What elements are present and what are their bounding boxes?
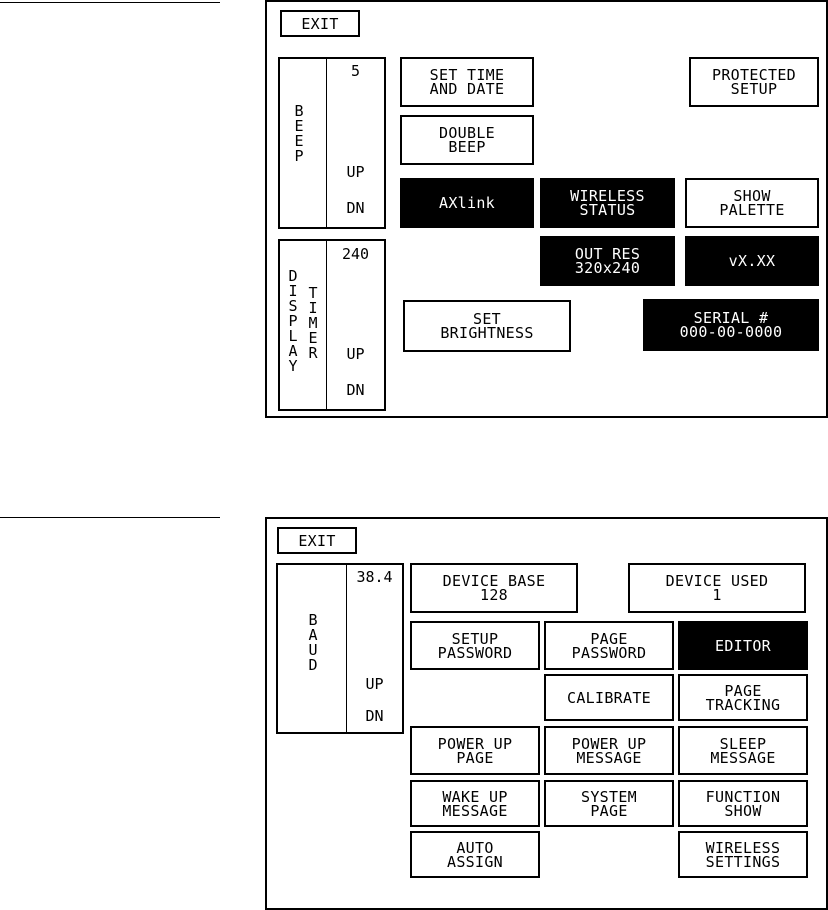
device-used-button[interactable]: DEVICE USED 1: [628, 563, 806, 613]
section-divider-1: [0, 2, 220, 3]
function-show-button[interactable]: FUNCTION SHOW: [678, 780, 808, 827]
baud-level-area: [346, 588, 402, 669]
exit-button-2[interactable]: EXIT: [277, 527, 357, 554]
beep-value: 5: [326, 59, 384, 83]
calibrate-button[interactable]: CALIBRATE: [544, 674, 674, 721]
wake-up-message-button[interactable]: WAKE UP MESSAGE: [410, 780, 540, 827]
protected-setup-button[interactable]: PROTECTED SETUP: [689, 57, 819, 107]
beep-up-button[interactable]: UP: [326, 154, 384, 190]
axlink-button[interactable]: AXlink: [400, 178, 534, 228]
power-up-page-button[interactable]: POWER UP PAGE: [410, 726, 540, 775]
out-res-button[interactable]: OUT RES 320x240: [540, 236, 675, 286]
sleep-message-button[interactable]: SLEEP MESSAGE: [678, 726, 808, 775]
wireless-status-button[interactable]: WIRELESS STATUS: [540, 178, 675, 228]
wireless-settings-button[interactable]: WIRELESS SETTINGS: [678, 831, 808, 878]
baud-value: 38.4: [346, 565, 402, 589]
auto-assign-button[interactable]: AUTO ASSIGN: [410, 831, 540, 878]
system-page-button[interactable]: SYSTEM PAGE: [544, 780, 674, 827]
baud-dn-button[interactable]: DN: [346, 699, 402, 732]
display-timer-dn-button[interactable]: DN: [326, 371, 384, 409]
show-palette-button[interactable]: SHOW PALETTE: [685, 178, 819, 228]
set-time-date-button[interactable]: SET TIME AND DATE: [400, 57, 534, 107]
power-up-message-button[interactable]: POWER UP MESSAGE: [544, 726, 674, 775]
page-tracking-button[interactable]: PAGE TRACKING: [678, 674, 808, 721]
setup-password-button[interactable]: SETUP PASSWORD: [410, 621, 540, 670]
display-timer-up-button[interactable]: UP: [326, 336, 384, 372]
double-beep-button[interactable]: DOUBLE BEEP: [400, 115, 534, 165]
section-divider-2: [0, 517, 220, 518]
serial-number-button[interactable]: SERIAL # 000-00-0000: [643, 299, 819, 351]
version-button[interactable]: vX.XX: [685, 236, 819, 286]
display-timer-value: 240: [326, 241, 384, 268]
beep-dn-button[interactable]: DN: [326, 189, 384, 227]
display-timer-level-area: [326, 267, 384, 337]
exit-button[interactable]: EXIT: [280, 10, 360, 37]
editor-button[interactable]: EDITOR: [678, 621, 808, 670]
page-password-button[interactable]: PAGE PASSWORD: [544, 621, 674, 670]
beep-level-area: [326, 82, 384, 155]
set-brightness-button[interactable]: SET BRIGHTNESS: [403, 300, 571, 352]
baud-up-button[interactable]: UP: [346, 668, 402, 700]
device-base-button[interactable]: DEVICE BASE 128: [410, 563, 578, 613]
